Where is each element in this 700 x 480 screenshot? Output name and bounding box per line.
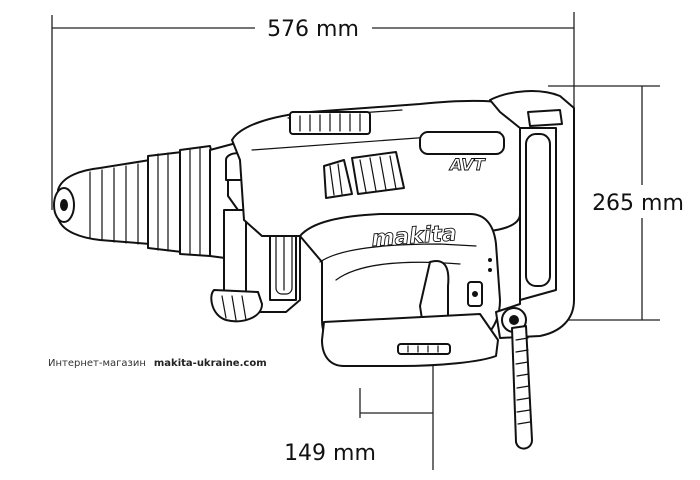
length-label: 576 mm (267, 17, 359, 42)
rear-handle (467, 90, 575, 339)
credit-prefix: Интернет-магазин (48, 358, 146, 369)
height-dimension: 265 mm (548, 85, 684, 321)
height-label: 265 mm (592, 191, 684, 216)
credit-line: Интернет-магазин makita-ukraine.com (48, 358, 267, 369)
length-dimension: 576 mm (51, 12, 575, 210)
main-housing: AVT (231, 100, 521, 237)
demolition-hammer-icon: AVT makita (53, 90, 575, 450)
chuck (53, 145, 215, 257)
power-cord (511, 325, 533, 450)
credit-site: makita-ukraine.com (153, 358, 267, 369)
avt-badge: AVT (448, 155, 486, 174)
base-housing (321, 313, 499, 367)
center-dimension: 149 mm (284, 300, 434, 470)
center-label: 149 mm (284, 441, 376, 466)
